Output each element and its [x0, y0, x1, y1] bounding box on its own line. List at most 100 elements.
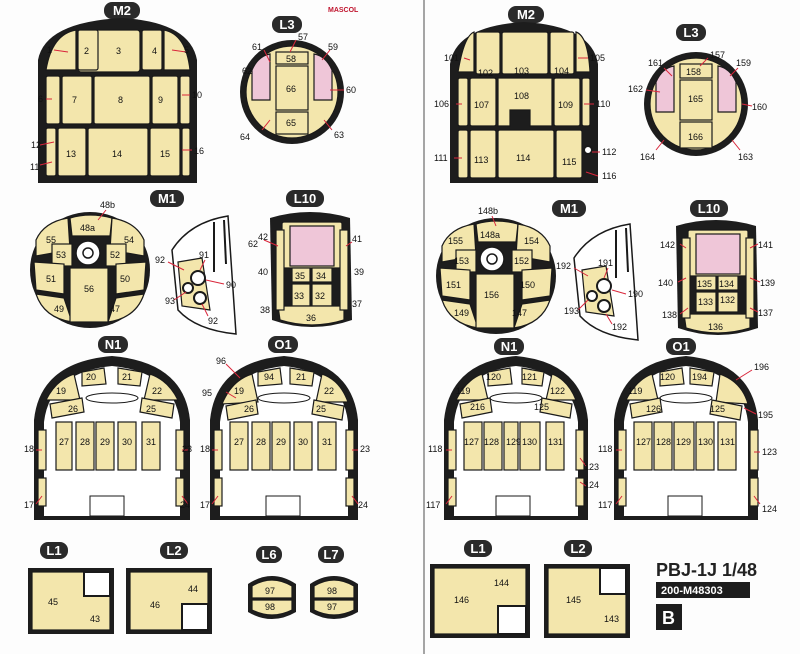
section-tag: [676, 24, 706, 41]
part-number: 166: [688, 132, 703, 142]
part-number: 194: [692, 372, 707, 382]
section-label: L3: [683, 25, 698, 40]
m2-left-group: M2 1 2 3 4 5 6 7 8 9 10 11 12 13: [30, 2, 204, 183]
part-number: 159: [736, 58, 751, 68]
part-number: 24: [180, 500, 190, 510]
m1-side-left-group: 91 92 90 93 92: [155, 215, 237, 335]
product-code: 200-M48303: [661, 585, 723, 597]
part-number: 59: [328, 42, 338, 52]
part-number: 165: [688, 94, 703, 104]
part-number: 41: [352, 234, 362, 244]
part-number: 5: [184, 45, 189, 55]
part-number: 18: [200, 444, 210, 454]
part-number: 104: [554, 66, 569, 76]
part-number: 17: [200, 500, 210, 510]
part-number: 20: [86, 372, 96, 382]
part-number: 54: [124, 235, 134, 245]
part-number: 24: [358, 500, 368, 510]
part-number: 128: [484, 437, 499, 447]
part-number: 95: [202, 388, 212, 398]
l10-left-group: L10 41 42 62 35 34 40 39 33 32 38 37 36: [248, 190, 364, 327]
part-number: 140: [658, 278, 673, 288]
part-number: 160: [752, 102, 767, 112]
part-number: 55: [46, 235, 56, 245]
part-number: 117: [598, 500, 612, 510]
part-number: 98: [265, 602, 275, 612]
part-number: 11: [30, 162, 39, 172]
part-number: 146: [454, 595, 469, 605]
part-number: 124: [762, 504, 777, 514]
part-number: 66: [286, 84, 296, 94]
part-number: 107: [474, 100, 489, 110]
part-number: 115: [562, 157, 576, 167]
part-number: 192: [556, 261, 571, 271]
part-number: 119: [628, 386, 642, 396]
part-number: 37: [352, 299, 362, 309]
part-number: 138: [662, 310, 677, 320]
part-number: 28: [80, 437, 90, 447]
section-tag: [272, 16, 302, 33]
part-number: 126: [646, 404, 661, 414]
part-number: 51: [46, 274, 56, 284]
part-number: 26: [244, 404, 254, 414]
part-number: 56: [84, 284, 94, 294]
part-number: 26: [68, 404, 78, 414]
part-number: 25: [316, 404, 326, 414]
part-number: 32: [315, 291, 325, 301]
part-number: 48b: [100, 200, 115, 210]
part-number: 117: [426, 500, 440, 510]
part-number: 29: [276, 437, 286, 447]
part-number: 137: [758, 308, 773, 318]
part-number: 62: [242, 66, 252, 76]
part-number: 127: [464, 437, 479, 447]
part-number: 50: [120, 274, 130, 284]
part-number: 151: [446, 280, 461, 290]
n1-left-group: N1 20 21 19 22 26 25 18 27 28 29 30 3: [24, 336, 192, 520]
part-number: 193: [564, 306, 579, 316]
part-number: 125: [710, 404, 725, 414]
o1-right-group: O1 120 194 196 119 126 125 195 118 127: [598, 338, 777, 520]
part-number: 101: [444, 53, 459, 63]
part-number: 121: [522, 372, 537, 382]
part-number: 112: [602, 147, 616, 157]
part-number: 7: [72, 95, 77, 105]
part-number: 23: [360, 444, 370, 454]
section-tag: [690, 200, 728, 217]
part-number: 23: [182, 444, 192, 454]
part-number: 14: [112, 149, 122, 159]
part-number: 53: [56, 250, 66, 260]
part-number: 102: [478, 68, 493, 78]
part-number: 98: [327, 586, 337, 596]
l10-right-group: L10 142 141 140 139 135 134 138 133 132 …: [658, 200, 775, 335]
part-number: 27: [59, 437, 69, 447]
o1-left-group: O1 96 94 21 19 22 95 26 25 18 27: [200, 336, 370, 520]
part-number: 133: [698, 297, 713, 307]
part-number: 19: [56, 386, 66, 396]
section-tag: [318, 546, 344, 563]
section-label: L1: [470, 541, 485, 556]
part-number: 22: [152, 386, 162, 396]
part-number: 4: [152, 46, 157, 56]
part-number: 25: [146, 404, 156, 414]
section-tag: [160, 542, 188, 559]
part-number: 162: [628, 84, 643, 94]
part-number: 157: [710, 50, 725, 60]
part-number: 31: [322, 437, 332, 447]
part-number: 94: [264, 372, 274, 382]
part-number: 45: [48, 597, 58, 607]
section-label: M1: [158, 191, 176, 206]
product-title: PBJ-1J 1/48: [656, 560, 757, 580]
part-number: 122: [550, 386, 565, 396]
part-number: 155: [448, 236, 463, 246]
l1-right-group: L1 144 146: [430, 540, 530, 638]
part-number: 135: [697, 279, 712, 289]
section-label: L10: [698, 201, 720, 216]
part-number: 128: [656, 437, 671, 447]
part-number: 92: [155, 255, 165, 265]
m1-left-group: M1 48b 48a 55 54 53 52 51 50 49 56 47: [30, 190, 184, 328]
section-label: M2: [113, 3, 131, 18]
part-number: 52: [110, 250, 120, 260]
part-number: 144: [494, 578, 509, 588]
l6-left-group: L6 97 98: [248, 546, 296, 619]
part-number: 30: [122, 437, 132, 447]
